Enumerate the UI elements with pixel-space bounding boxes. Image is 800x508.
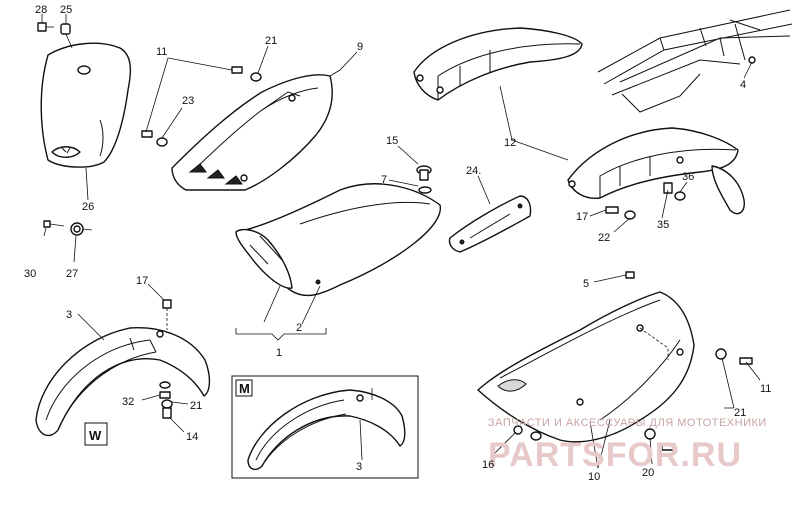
side-panel xyxy=(171,74,333,191)
front-fender-m xyxy=(247,388,406,471)
watermark-brand: PARTSFOR.RU xyxy=(488,436,742,474)
callout-3a: 3 xyxy=(66,309,72,321)
screw-30 xyxy=(43,220,65,228)
rear-mudguard-extension xyxy=(477,291,695,443)
callout-26: 26 xyxy=(82,201,94,213)
callout-17a: 17 xyxy=(576,211,588,223)
callout-3b: 3 xyxy=(356,461,362,473)
callout-24: 24. xyxy=(466,165,481,177)
callout-10: 10 xyxy=(588,471,600,483)
callout-21b: 21 xyxy=(734,407,746,419)
callout-4: 4 xyxy=(740,79,746,91)
callout-30: 30 xyxy=(24,268,36,280)
rear-fender-upper xyxy=(413,27,583,101)
callout-11a: 11 xyxy=(156,46,167,58)
callout-2: 2 xyxy=(296,322,302,334)
grommet-27 xyxy=(70,222,93,236)
callout-22: 22 xyxy=(598,232,610,244)
leader-lines xyxy=(41,14,761,469)
callout-36: 36 xyxy=(682,171,694,183)
callout-12: 12 xyxy=(504,137,516,149)
callout-27: 27 xyxy=(66,268,78,280)
rear-fender-lower xyxy=(567,127,745,215)
front-number-plate xyxy=(40,42,132,168)
variant-m-label: M xyxy=(239,381,250,396)
watermark-tagline: ЗАПЧАСТИ И АКСЕССУАРЫ ДЛЯ МОТОТЕХНИКИ xyxy=(488,417,767,429)
callout-7: 7 xyxy=(381,174,387,186)
variant-m-box xyxy=(235,379,253,397)
callout-11b: 11 xyxy=(760,383,771,395)
callout-21a: 21 xyxy=(265,35,277,47)
front-fender-w-fasteners xyxy=(159,299,173,419)
variant-w-box xyxy=(84,422,108,446)
rear-frame xyxy=(597,9,793,113)
callout-35: 35 xyxy=(657,219,669,231)
callout-21c: 21 xyxy=(190,400,202,412)
callout-14: 14 xyxy=(186,431,198,443)
callout-17b: 17 xyxy=(136,275,148,287)
front-fender-w xyxy=(35,327,211,437)
bush-25 xyxy=(60,23,73,49)
callout-23: 23 xyxy=(182,95,194,107)
variant-w-label: W xyxy=(89,428,102,443)
callout-1: 1 xyxy=(276,347,282,359)
seat xyxy=(235,183,441,297)
callout-28: 28 xyxy=(35,4,47,16)
trim-plate xyxy=(448,195,532,253)
callout-9: 9 xyxy=(357,41,363,53)
callout-15: 15 xyxy=(386,135,398,147)
seat-fasteners-15-7 xyxy=(416,165,432,194)
callout-20: 20 xyxy=(642,467,654,479)
callout-5: 5 xyxy=(583,278,589,290)
callout-32: 32 xyxy=(122,396,134,408)
callout-labels: 28 25 26 30 27 11 21 9 23 15 7 24. 2 1 1… xyxy=(24,4,771,483)
callout-25: 25 xyxy=(60,4,72,16)
callout-16: 16 xyxy=(482,459,494,471)
screw-28 xyxy=(37,22,54,32)
watermark: ЗАПЧАСТИ И АКСЕССУАРЫ ДЛЯ МОТОТЕХНИКИ PA… xyxy=(488,417,767,474)
